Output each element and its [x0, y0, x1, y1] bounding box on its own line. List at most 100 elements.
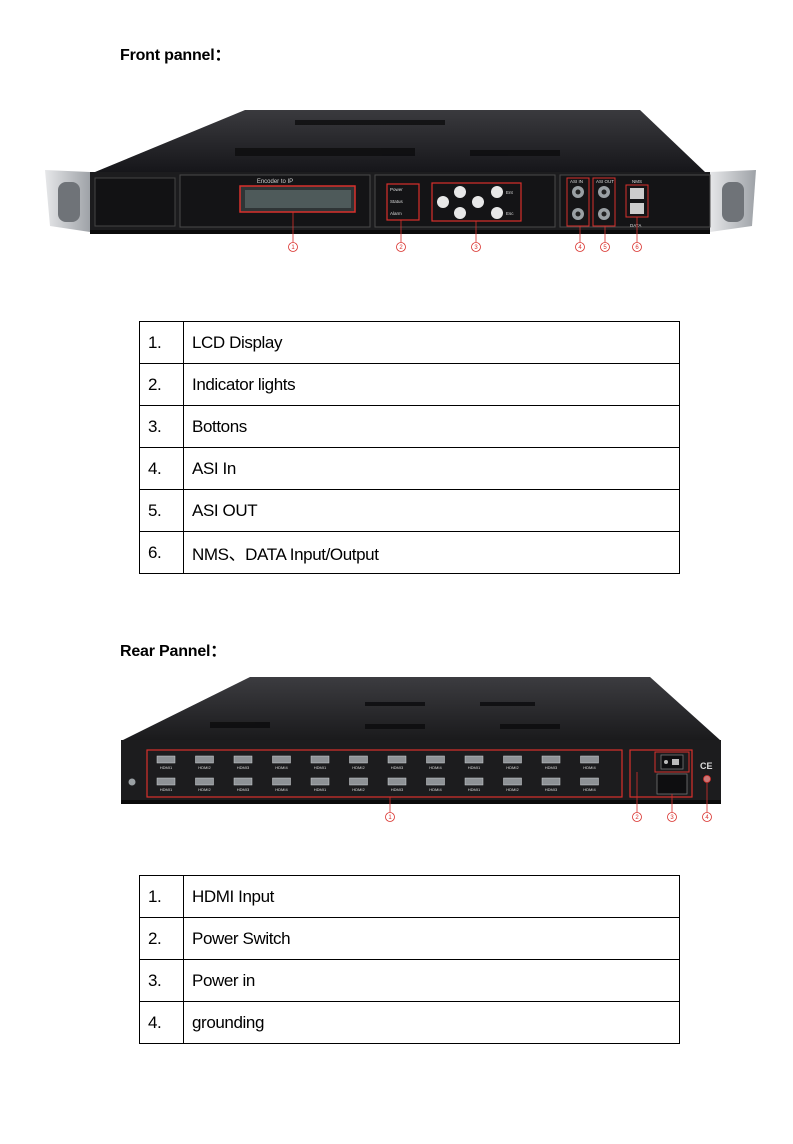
device-screen-label: Encoder to IP	[257, 179, 293, 185]
hdmi-port-label: HDMI3	[545, 787, 558, 792]
table-row: 3.Bottons	[139, 405, 680, 448]
hdmi-port-label: HDMI1	[314, 765, 327, 770]
hdmi-port	[349, 755, 368, 764]
hdmi-port	[503, 777, 522, 786]
hdmi-port	[387, 777, 407, 786]
hdmi-port	[310, 755, 330, 764]
hdmi-port-label: HDMI4	[429, 765, 442, 770]
row-number: 4.	[139, 1001, 184, 1044]
button-esc-label: Esc	[506, 211, 514, 216]
hdmi-port	[426, 777, 445, 786]
table-row: 1.HDMI Input	[139, 875, 680, 918]
hdmi-port-label: HDMI3	[391, 765, 404, 770]
table-row: 3.Power in	[139, 959, 680, 1002]
data-label: DATA	[630, 223, 641, 228]
hdmi-port-label: HDMI1	[468, 765, 481, 770]
table-row: 4.grounding	[139, 1001, 680, 1044]
hdmi-port	[387, 755, 407, 764]
hdmi-port	[272, 755, 291, 764]
hdmi-port-label: HDMI4	[275, 787, 288, 792]
hdmi-port	[541, 755, 561, 764]
indicator-status: Status	[390, 199, 404, 204]
hdmi-port	[156, 777, 176, 786]
front-callout-2: 2	[399, 245, 403, 251]
hdmi-port-label: HDMI1	[160, 787, 173, 792]
hdmi-port	[233, 777, 253, 786]
hdmi-port-label: HDMI1	[468, 787, 481, 792]
hdmi-port	[195, 755, 214, 764]
front-panel-photo: Encoder to IP Power Status Alarm Ent Esc…	[45, 110, 756, 252]
asi-in-label: ASI IN	[570, 179, 583, 184]
asi-out-label: ASI OUT	[596, 179, 614, 184]
hdmi-port-label: HDMI3	[237, 765, 250, 770]
hdmi-port-label: HDMI2	[198, 765, 211, 770]
row-label: grounding	[183, 1001, 680, 1044]
front-callout-6: 6	[635, 245, 639, 251]
hdmi-port	[195, 777, 214, 786]
nms-label: NMS	[632, 179, 642, 184]
row-label: NMS、DATA Input/Output	[183, 531, 680, 574]
row-label: Bottons	[183, 405, 680, 448]
row-number: 1.	[139, 875, 184, 918]
hdmi-port	[233, 755, 253, 764]
hdmi-port-label: HDMI2	[506, 787, 519, 792]
hdmi-port-label: HDMI3	[237, 787, 250, 792]
indicator-power: Power	[390, 187, 403, 192]
row-label: LCD Display	[183, 321, 680, 364]
table-row: 6.NMS、DATA Input/Output	[139, 531, 680, 574]
hdmi-port-label: HDMI2	[198, 787, 211, 792]
hdmi-port	[541, 777, 561, 786]
front-callout-4: 4	[578, 245, 582, 251]
table-row: 2.Indicator lights	[139, 363, 680, 406]
row-number: 5.	[139, 489, 184, 532]
row-label: ASI OUT	[183, 489, 680, 532]
rear-callout-3: 3	[670, 815, 674, 821]
front-callout-1: 1	[291, 245, 295, 251]
hdmi-port-label: HDMI2	[506, 765, 519, 770]
button-ent-label: Ent	[506, 190, 514, 195]
table-row: 2.Power Switch	[139, 917, 680, 960]
front-callout-5: 5	[603, 245, 607, 251]
front-callout-3: 3	[474, 245, 478, 251]
hdmi-port	[272, 777, 291, 786]
row-label: Indicator lights	[183, 363, 680, 406]
row-number: 3.	[139, 959, 184, 1002]
hdmi-port	[580, 777, 599, 786]
row-number: 6.	[139, 531, 184, 574]
table-row: 5.ASI OUT	[139, 489, 680, 532]
indicator-alarm: Alarm	[390, 211, 402, 216]
row-label: ASI In	[183, 447, 680, 490]
hdmi-port-label: HDMI4	[583, 765, 596, 770]
hdmi-port	[464, 755, 484, 764]
hdmi-port-label: HDMI1	[314, 787, 327, 792]
row-label: Power Switch	[183, 917, 680, 960]
hdmi-port-label: HDMI3	[545, 765, 558, 770]
table-row: 4.ASI In	[139, 447, 680, 490]
row-number: 2.	[139, 917, 184, 960]
rear-callout-4: 4	[705, 815, 709, 821]
hdmi-port-label: HDMI2	[352, 765, 365, 770]
hdmi-port-label: HDMI2	[352, 787, 365, 792]
row-number: 1.	[139, 321, 184, 364]
hdmi-port-label: HDMI4	[275, 765, 288, 770]
hdmi-port-label: HDMI4	[583, 787, 596, 792]
row-label: Power in	[183, 959, 680, 1002]
row-label: HDMI Input	[183, 875, 680, 918]
hdmi-port-label: HDMI3	[391, 787, 404, 792]
row-number: 3.	[139, 405, 184, 448]
hdmi-port-label: HDMI1	[160, 765, 173, 770]
hdmi-port	[349, 777, 368, 786]
table-row: 1.LCD Display	[139, 321, 680, 364]
row-number: 2.	[139, 363, 184, 406]
rear-callout-2: 2	[635, 815, 639, 821]
hdmi-port-label: HDMI4	[429, 787, 442, 792]
hdmi-port	[580, 755, 599, 764]
hdmi-port	[503, 755, 522, 764]
row-number: 4.	[139, 447, 184, 490]
rear-callout-1: 1	[388, 815, 392, 821]
ce-mark: CE	[700, 761, 713, 771]
hdmi-port	[156, 755, 176, 764]
